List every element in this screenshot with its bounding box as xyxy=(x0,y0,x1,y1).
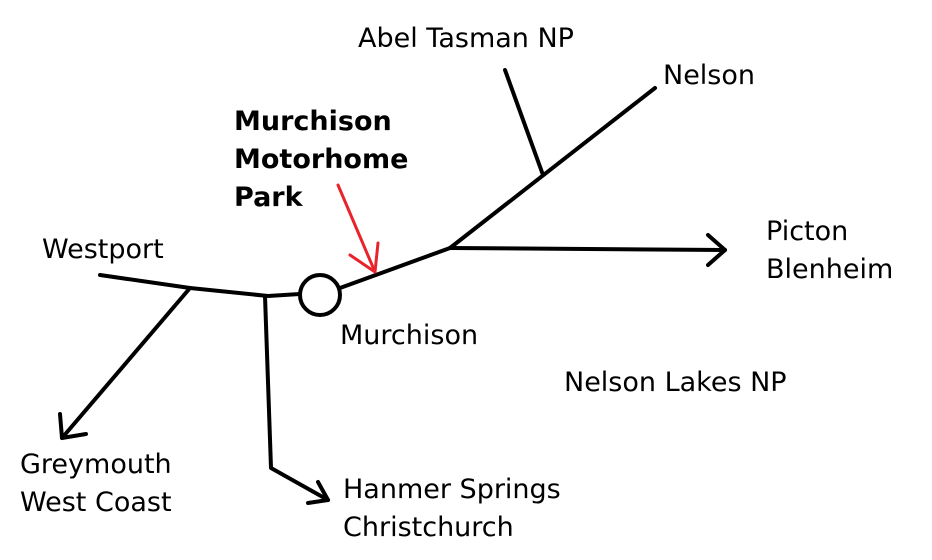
label-blenheim: Blenheim xyxy=(766,254,893,285)
label-west-coast: West Coast xyxy=(20,487,172,518)
roads xyxy=(58,68,727,505)
label-abel-tasman: Abel Tasman NP xyxy=(358,23,574,54)
label-nelson-lakes: Nelson Lakes NP xyxy=(564,367,787,398)
label-highlight-1: Murchison xyxy=(234,106,392,137)
label-highlight-2: Motorhome xyxy=(234,144,408,175)
arrowhead-hanmer xyxy=(306,480,330,505)
label-nelson: Nelson xyxy=(663,60,755,91)
label-christchurch: Christchurch xyxy=(343,512,514,543)
label-westport: Westport xyxy=(42,234,164,265)
road-westport xyxy=(98,273,302,298)
label-hanmer: Hanmer Springs xyxy=(343,474,561,505)
road-picton xyxy=(448,246,727,252)
label-murchison: Murchison xyxy=(340,320,478,351)
label-picton: Picton xyxy=(766,216,848,247)
highlight-arrow xyxy=(336,183,380,274)
road-hanmer xyxy=(263,294,330,502)
road-nelson xyxy=(448,86,657,250)
road-abel-tasman xyxy=(503,68,545,177)
murchison-town-marker xyxy=(298,273,342,317)
road-murchison-east xyxy=(338,246,452,290)
road-greymouth xyxy=(60,286,192,440)
label-greymouth: Greymouth xyxy=(20,449,172,480)
arrowhead-greymouth xyxy=(58,412,88,440)
label-highlight-3: Park xyxy=(234,182,304,213)
arrowhead-picton xyxy=(706,233,727,267)
